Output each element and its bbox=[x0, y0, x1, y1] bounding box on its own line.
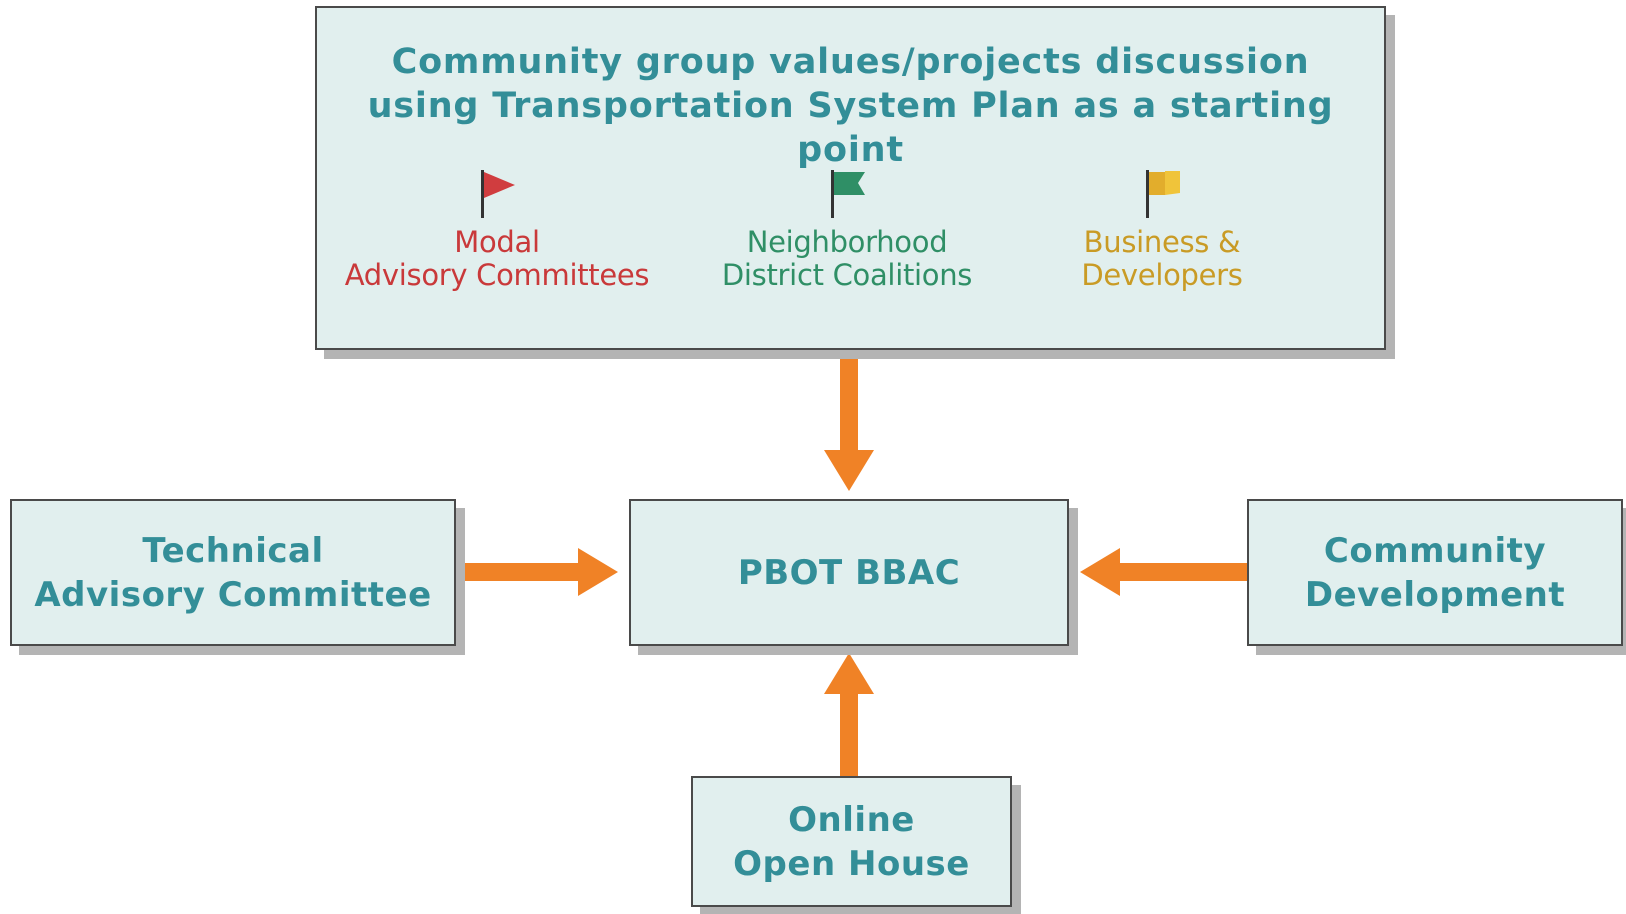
community-development-box: Community Development bbox=[1247, 499, 1623, 646]
pbot-bbac-box: PBOT BBAC bbox=[629, 499, 1069, 646]
group-business-line1: Business & bbox=[1083, 225, 1241, 259]
red-flag-icon bbox=[481, 170, 515, 218]
discussion-title-line2: using Transportation System Plan as a st… bbox=[367, 86, 1334, 170]
group-modal-advisory: Modal Advisory Committees bbox=[317, 168, 677, 292]
green-flag-icon bbox=[831, 170, 865, 218]
arrow-technical-to-center bbox=[456, 548, 618, 596]
discussion-title-line1: Community group values/projects discussi… bbox=[391, 42, 1310, 82]
online-line2: Open House bbox=[733, 843, 970, 884]
group-modal-line2: Advisory Committees bbox=[344, 258, 650, 292]
technical-advisory-committee-box: Technical Advisory Committee bbox=[10, 499, 456, 646]
online-open-house-box: Online Open House bbox=[691, 776, 1012, 907]
yellow-flag-icon bbox=[1146, 170, 1180, 218]
online-line1: Online bbox=[788, 799, 915, 840]
pbot-bbac-label: PBOT BBAC bbox=[737, 552, 961, 593]
group-neighborhood-coalitions: Neighborhood District Coalitions bbox=[667, 168, 1027, 292]
group-modal-line1: Modal bbox=[454, 225, 540, 259]
technical-line1: Technical bbox=[142, 530, 324, 571]
group-neighborhood-line2: District Coalitions bbox=[721, 258, 973, 292]
community-line2: Development bbox=[1304, 574, 1566, 615]
arrow-online-to-center bbox=[824, 653, 874, 776]
community-discussion-box: Community group values/projects discussi… bbox=[315, 6, 1386, 350]
technical-line2: Advisory Committee bbox=[34, 574, 432, 615]
group-business-line2: Developers bbox=[1081, 258, 1243, 292]
arrow-community-to-center bbox=[1080, 548, 1247, 596]
group-business-developers: Business & Developers bbox=[982, 168, 1342, 292]
arrow-top-to-center bbox=[824, 350, 874, 491]
group-neighborhood-line1: Neighborhood bbox=[746, 225, 948, 259]
discussion-title: Community group values/projects discussi… bbox=[317, 40, 1384, 172]
community-line1: Community bbox=[1323, 530, 1547, 571]
